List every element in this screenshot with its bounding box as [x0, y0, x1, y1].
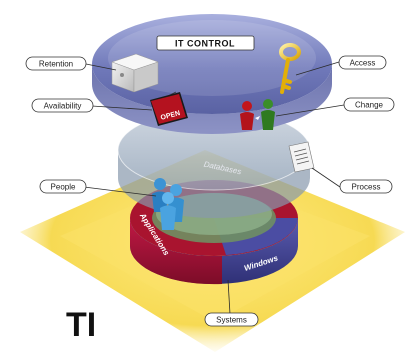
- change-people-icon: [240, 99, 275, 130]
- it-control-banner: IT CONTROL: [156, 35, 255, 51]
- label-availability: Availability: [31, 98, 94, 113]
- connector-lines: [83, 61, 345, 315]
- label-systems: Systems: [204, 312, 259, 327]
- svg-text:Process: Process: [352, 183, 381, 192]
- people-group-icon: [152, 178, 184, 230]
- svg-text:People: People: [51, 183, 76, 192]
- svg-text:Change: Change: [355, 101, 384, 110]
- open-sign-icon: OPEN: [150, 91, 188, 126]
- key-icon: [279, 43, 301, 94]
- svg-text:Availability: Availability: [44, 102, 82, 111]
- diagram-title: IT CONTROL: [175, 39, 235, 49]
- label-access: Access: [338, 55, 387, 70]
- process-document-icon: [288, 141, 315, 173]
- label-retention: Retention: [25, 56, 87, 71]
- label-process: Process: [339, 179, 393, 194]
- svg-text:Retention: Retention: [39, 60, 73, 69]
- label-change: Change: [343, 97, 395, 112]
- retention-box-icon: [111, 53, 159, 93]
- svg-text:Systems: Systems: [216, 316, 247, 325]
- label-people: People: [39, 179, 87, 194]
- svg-text:Access: Access: [350, 59, 376, 68]
- open-sign-text: OPEN: [160, 110, 181, 122]
- ti-corner-mark: TI: [66, 306, 96, 344]
